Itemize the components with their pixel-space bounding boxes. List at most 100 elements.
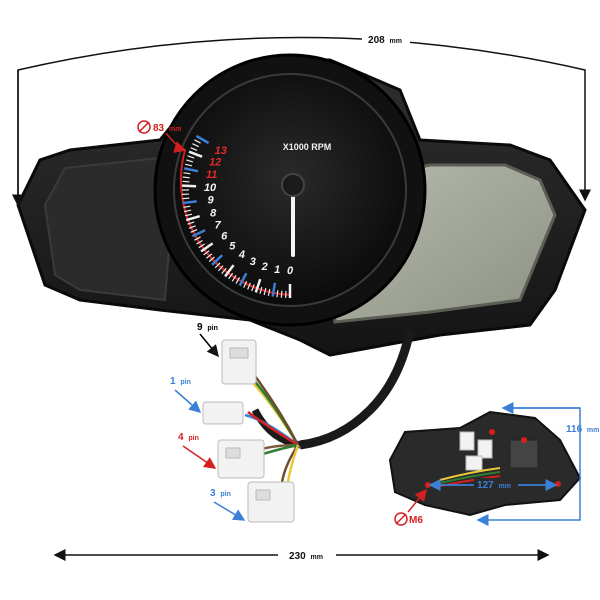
label-3pin-value: 3 [210,488,216,499]
tick-label: 12 [209,157,221,169]
major-tick [200,242,214,253]
top-width-value: 208 [368,35,385,46]
tick-label: 2 [261,261,268,273]
major-tick [224,264,235,278]
dimension-gauge-diameter: 83 mm [137,120,187,153]
connector-1pin [202,401,244,425]
major-tick [183,167,199,173]
minor-tick [182,197,190,200]
minor-tick [263,287,267,296]
back-height-value: 116 [566,424,583,435]
minor-tick [192,143,200,148]
dimension-top: 208 mm [12,32,591,207]
bottom-width-value: 230 [289,551,306,562]
major-tick [188,150,203,158]
tick-label: 1 [274,264,280,276]
bolt-size-value: M6 [409,515,423,526]
diameter-icon [137,120,151,134]
minor-tick [231,275,237,282]
tick-label: 4 [238,249,245,261]
major-tick [254,278,262,293]
minor-tick [214,262,221,269]
minor-tick [190,229,198,233]
minor-tick [208,256,215,263]
tick-label: 9 [208,195,215,207]
minor-tick [243,280,248,288]
minor-tick [183,205,191,208]
label-9pin-value: 9 [197,322,203,333]
mount-spacing-unit: mm [499,483,511,490]
minor-tick [217,265,224,272]
dimension-back-height: 116 mm [476,402,599,526]
label-9pin-unit: pin [207,325,218,332]
minor-tick [194,139,201,144]
svg-text:3 pin: 3 pin [210,488,231,499]
svg-text:208 mm: 208 mm [368,35,402,46]
minor-tick [182,176,190,179]
major-tick [271,282,277,297]
top-width-unit: mm [390,38,402,45]
minor-tick [235,277,241,284]
svg-text:1 pin: 1 pin [170,376,191,387]
svg-text:116 mm: 116 mm [566,424,599,435]
minor-tick [183,172,191,175]
connector-4pin [217,439,265,479]
minor-tick [247,282,251,290]
label-1pin-unit: pin [180,379,191,386]
minor-tick [190,147,198,151]
tick-label: 6 [221,230,228,242]
minor-tick [259,286,263,294]
label-4pin-unit: pin [188,435,199,442]
mount-bolt-top-right [521,437,527,443]
tick-label: 7 [215,219,222,231]
minor-tick [184,209,192,213]
label-1pin-value: 1 [170,376,176,387]
major-tick [191,229,206,238]
tick-label: 0 [287,265,294,277]
bottom-width-unit: mm [311,554,323,561]
tick-marks [182,134,292,298]
bolt-size-label: M6 [394,488,427,526]
mount-bolt-top-left [489,429,495,435]
mount-spacing-value: 127 [477,480,494,491]
label-3pin-unit: pin [220,491,231,498]
minor-tick [188,225,196,229]
minor-tick [198,243,205,249]
label-1pin: 1 pin [170,376,202,413]
minor-tick [184,213,193,217]
minor-tick [187,221,195,225]
tick-label: 13 [215,145,227,157]
label-9pin: 9 pin [197,322,219,358]
dimension-mount-spacing: 127 mm [428,478,558,491]
major-tick [182,184,197,188]
svg-text:83 mm: 83 mm [153,123,181,134]
major-tick [185,214,201,222]
gauge-diameter-unit: mm [169,126,181,133]
minor-tick [184,163,193,167]
tick-label: 11 [206,169,217,181]
label-3pin: 3 pin [210,488,246,521]
connector-3pin [247,481,295,523]
dimension-bottom: 230 mm [53,548,550,562]
tick-label: 5 [229,240,236,252]
svg-text:230 mm: 230 mm [289,551,323,562]
minor-tick [196,239,203,245]
major-tick [182,200,197,205]
connector-9pin [221,339,257,385]
rpm-unit-label: X1000 RPM [283,142,332,152]
gauge-diameter-value: 83 [153,123,165,134]
svg-text:9 pin: 9 pin [197,322,218,333]
back-height-unit: mm [587,427,599,434]
major-tick [238,272,248,287]
needle-hub [281,173,305,197]
major-tick [211,254,224,266]
minor-tick [280,290,283,298]
svg-text:4 pin: 4 pin [178,432,199,443]
diameter-icon [394,512,408,526]
tick-label: 10 [204,182,217,194]
minor-tick [187,155,195,159]
